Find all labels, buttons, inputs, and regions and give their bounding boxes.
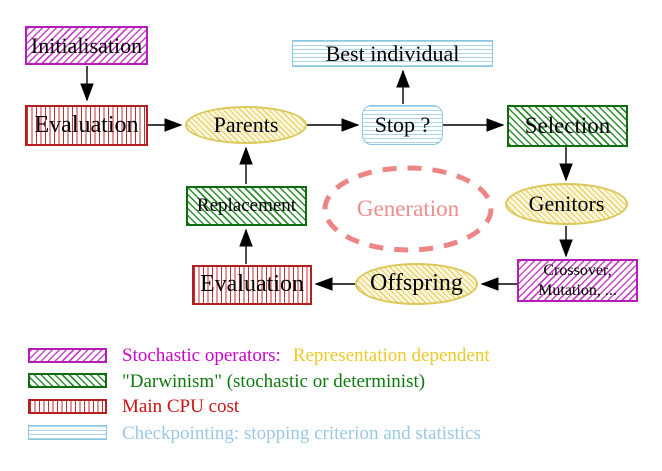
node-evaluation-bottom: Evaluation [192, 265, 312, 305]
node-initialisation: Initialisation [25, 26, 148, 65]
legend-swatch-stochastic [28, 348, 107, 363]
generation-ellipse [322, 165, 494, 253]
node-best-individual: Best individual [292, 40, 493, 67]
legend-label-cpu-cost: Main CPU cost [122, 396, 240, 417]
legend-text-stochastic-operators: Stochastic operators: [122, 345, 281, 366]
node-selection: Selection [507, 105, 628, 147]
node-crossover-mutation: Crossover, Mutation, ... [517, 259, 638, 302]
legend-swatch-cpu-cost [28, 399, 107, 414]
legend-text-representation-dependent: Representation dependent [292, 345, 490, 366]
crossover-line2: Mutation, ... [538, 281, 617, 299]
generation-label: Generation [356, 196, 460, 221]
legend-label-darwinism: "Darwinism" (stochastic or determinist) [122, 371, 426, 392]
crossover-line1: Crossover, [543, 261, 612, 279]
node-offspring: Offspring [355, 263, 478, 305]
node-replacement: Replacement [186, 186, 307, 226]
node-stop: Stop ? [362, 105, 443, 145]
legend-swatch-checkpointing [28, 425, 107, 440]
node-evaluation-top: Evaluation [25, 105, 148, 146]
legend-swatch-darwinism [28, 373, 107, 388]
node-parents: Parents [185, 106, 307, 144]
legend-label-stochastic: Stochastic operators: Representation depe… [122, 345, 490, 367]
node-genitors: Genitors [505, 183, 628, 225]
legend-label-checkpointing: Checkpointing: stopping criterion and st… [122, 423, 481, 444]
